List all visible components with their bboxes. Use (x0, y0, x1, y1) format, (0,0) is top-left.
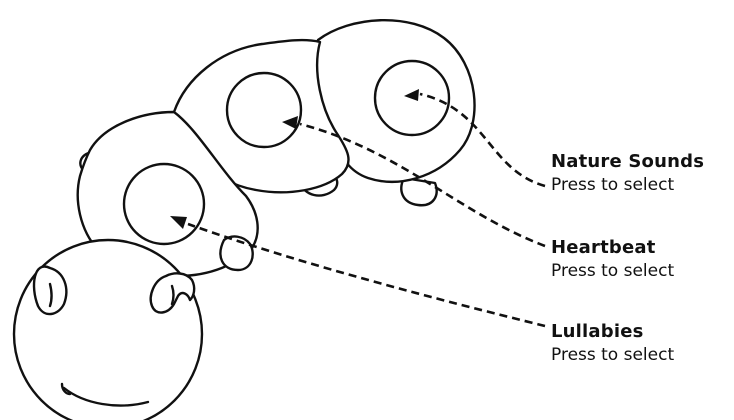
lullabies-leader (187, 222, 546, 328)
lullabies-button[interactable] (122, 162, 206, 246)
heartbeat-leader (299, 122, 546, 248)
lullabies-callout: Lullabies Press to select (551, 320, 731, 366)
left-ear-inner (48, 282, 53, 308)
heartbeat-title: Heartbeat (551, 237, 656, 258)
heartbeat-arrow-icon (282, 116, 298, 129)
nature-sounds-instruction: Press to select (551, 174, 675, 195)
front-foot (219, 235, 254, 272)
lullabies-title: Lullabies (551, 321, 644, 342)
heartbeat-button[interactable] (225, 71, 303, 149)
nature-sounds-title: Nature Sounds (551, 151, 705, 172)
rear-foot (400, 176, 438, 207)
head-mouth-tick (60, 382, 72, 396)
right-ear-inner (170, 284, 175, 306)
nature-sounds-leader (419, 92, 546, 188)
heartbeat-callout: Heartbeat Press to select (551, 236, 731, 282)
nature-sounds-arrow-icon (404, 89, 419, 101)
lullabies-arrow-icon (170, 216, 187, 229)
heartbeat-instruction: Press to select (551, 260, 675, 281)
nature-sounds-callout: Nature Sounds Press to select (551, 150, 731, 196)
head-mouth-line (62, 386, 150, 407)
lullabies-instruction: Press to select (551, 344, 675, 365)
